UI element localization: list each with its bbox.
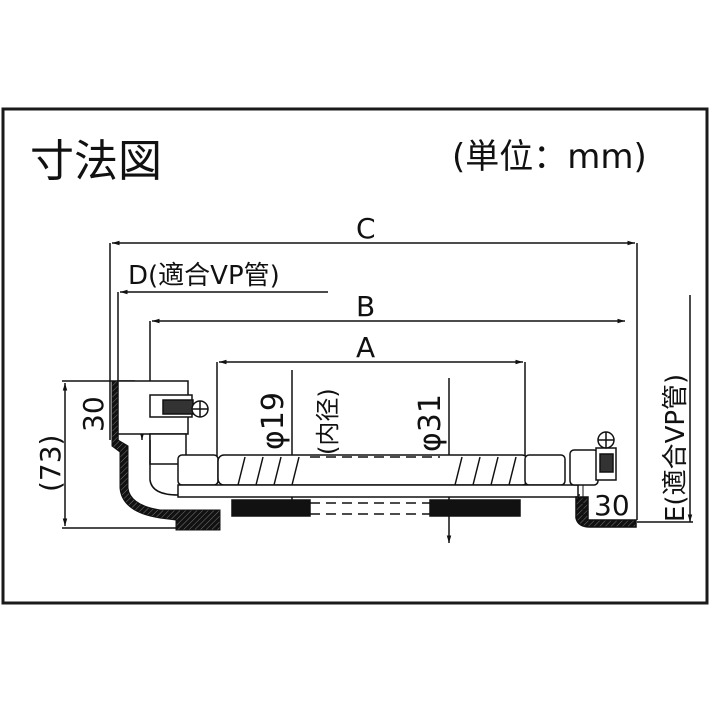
- right-width-label: 30: [594, 489, 630, 522]
- dimension-a-label: A: [356, 331, 375, 364]
- phi31-label: φ31: [413, 394, 448, 452]
- dimension-e: [637, 295, 693, 523]
- total-height-label: (73): [34, 435, 67, 492]
- dimension-c-label: C: [356, 212, 376, 245]
- left-elbow-pipe: [111, 380, 221, 531]
- dimension-a: [216, 359, 526, 456]
- dimension-b-label: B: [356, 290, 375, 323]
- hose-hidden-lines: [310, 456, 440, 515]
- dimension-e-label: E(適合VP管): [661, 374, 691, 522]
- right-fitting: [569, 431, 637, 528]
- unit-label: (単位：mm): [452, 137, 647, 177]
- hose-ribs: [237, 456, 517, 486]
- left-height-label: 30: [77, 396, 110, 432]
- dimension-c: [109, 240, 638, 520]
- drawing-title: 寸法図: [30, 136, 162, 187]
- hose: [177, 454, 579, 517]
- dimension-d-label: D(適合VP管): [128, 261, 280, 291]
- phi19-label: φ19: [256, 392, 291, 450]
- inner-diameter-note: (内径): [314, 388, 342, 455]
